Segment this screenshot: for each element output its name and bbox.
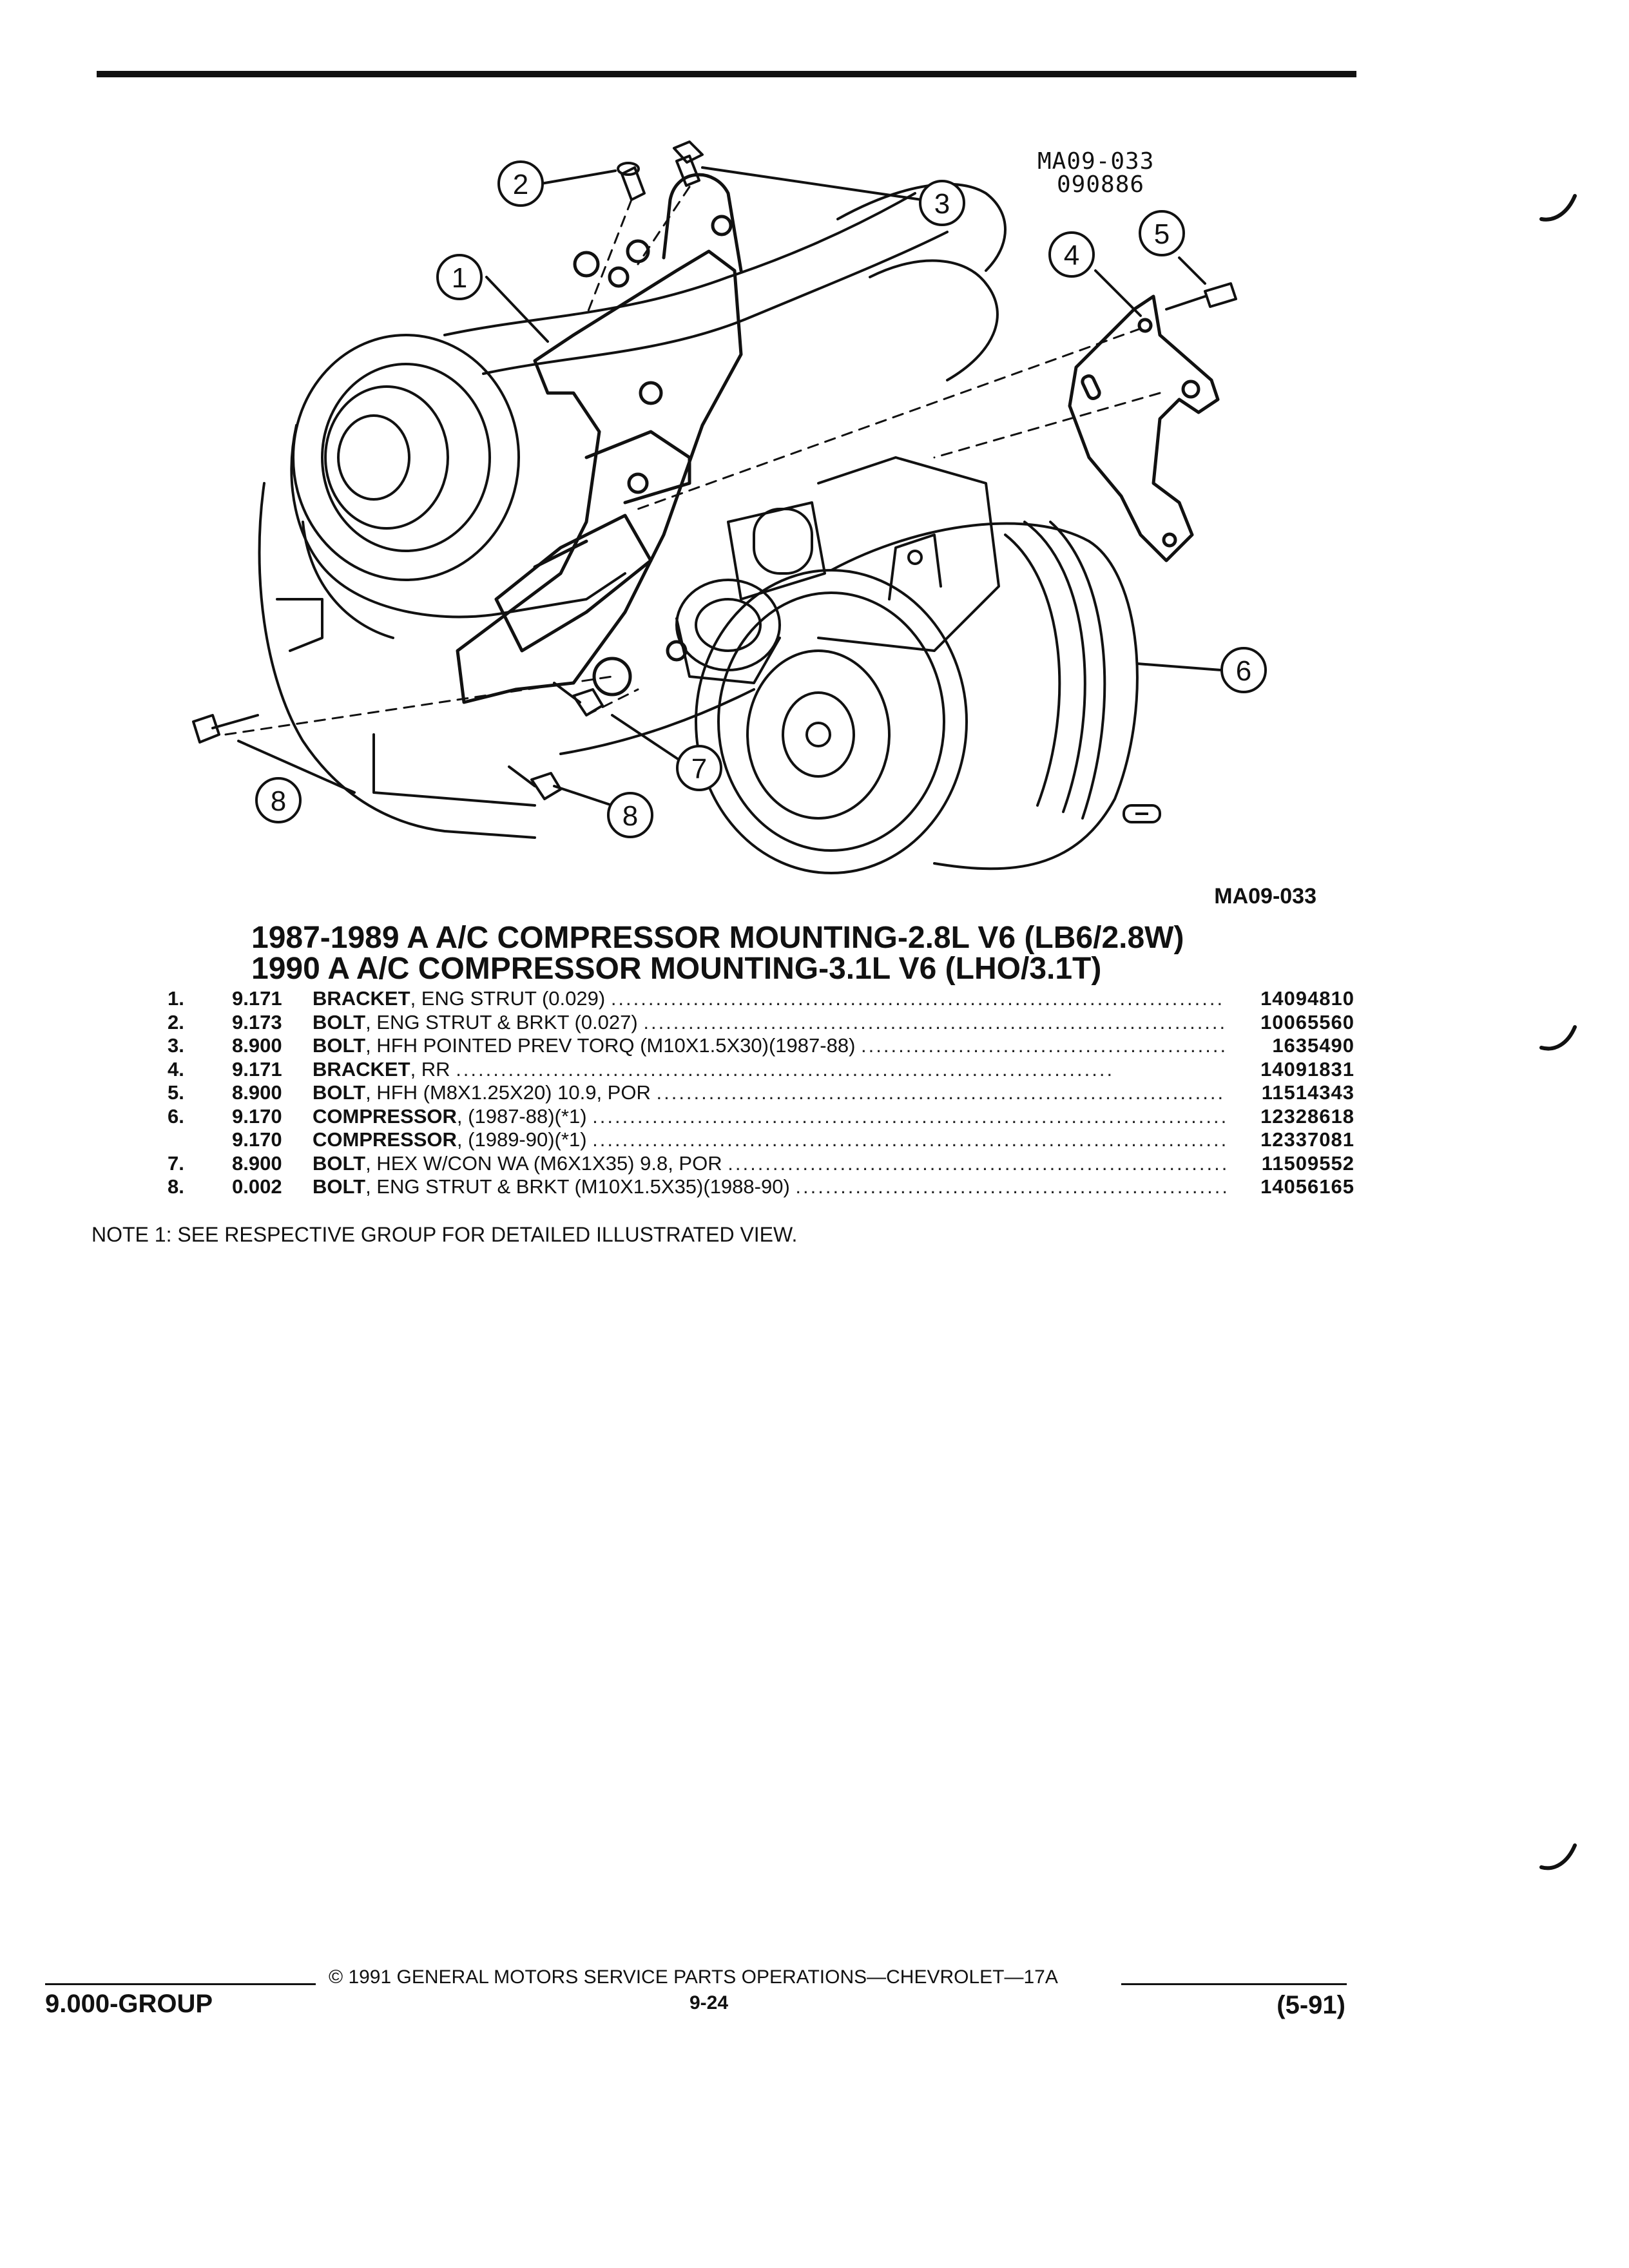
- callout-8-right: 8: [622, 800, 638, 832]
- part-description: BOLT, HFH POINTED PREV TORQ (M10X1.5X30)…: [313, 1034, 1226, 1057]
- callout-4: 4: [1064, 240, 1079, 271]
- item-number: 3.: [168, 1034, 184, 1057]
- section-titles: 1987-1989 A A/C COMPRESSOR MOUNTING-2.8L…: [251, 923, 1184, 985]
- figure-id: MA09-033: [1214, 884, 1316, 908]
- footer-rule-right: [1121, 1983, 1347, 1985]
- item-number: 6.: [168, 1104, 184, 1128]
- group-number: 9.171: [232, 1057, 282, 1081]
- part-description: BRACKET, ENG STRUT (0.029) .............…: [313, 987, 1226, 1010]
- part-description: BOLT, ENG STRUT & BRKT (0.027) .........…: [313, 1010, 1226, 1033]
- group-number: 8.900: [232, 1151, 282, 1175]
- part-row: 4. 9.171 BRACKET, RR ...................…: [168, 1058, 1354, 1082]
- part-number: 14056165: [1260, 1175, 1354, 1198]
- part-description: BOLT, HEX W/CON WA (M6X1X35) 9.8, POR ..…: [313, 1151, 1226, 1175]
- part-number: 14094810: [1260, 987, 1354, 1010]
- part-row: 3. 8.900 BOLT, HFH POINTED PREV TORQ (M1…: [168, 1034, 1354, 1058]
- callout-7: 7: [691, 753, 707, 785]
- part-description: COMPRESSOR, (1987-88)(*1) ..............…: [313, 1104, 1226, 1128]
- footer-rule-left: [45, 1983, 316, 1985]
- part-row: 7. 8.900 BOLT, HEX W/CON WA (M6X1X35) 9.…: [168, 1152, 1354, 1176]
- part-row: 8. 0.002 BOLT, ENG STRUT & BRKT (M10X1.5…: [168, 1175, 1354, 1199]
- margin-mark: [1539, 1025, 1577, 1051]
- page-number: 9-24: [689, 1992, 729, 2013]
- bolt-5: [1165, 282, 1237, 311]
- item-number: 2.: [168, 1010, 184, 1033]
- callout-1: 1: [452, 262, 467, 294]
- group-number: 9.170: [232, 1128, 282, 1151]
- group-label: 9.000-GROUP: [45, 1990, 213, 2018]
- group-number: 8.900: [232, 1081, 282, 1104]
- bolt-8-right: [508, 765, 562, 800]
- callout-8-left: 8: [271, 785, 286, 817]
- part-number: 12328618: [1260, 1104, 1354, 1128]
- part-description: BOLT, ENG STRUT & BRKT (M10X1.5X35)(1988…: [313, 1175, 1226, 1198]
- part-number: 10065560: [1260, 1010, 1354, 1033]
- title-line-1: 1987-1989 A A/C COMPRESSOR MOUNTING-2.8L…: [251, 921, 1184, 955]
- top-rule: [97, 71, 1356, 77]
- group-number: 9.170: [232, 1104, 282, 1128]
- revision-date: (5-91): [1277, 1991, 1345, 2019]
- callout-5: 5: [1154, 218, 1170, 250]
- item-number: 1.: [168, 987, 184, 1010]
- figure-date-code: 090886: [1057, 171, 1145, 198]
- rear-bracket: [1068, 294, 1220, 562]
- parts-list: 1. 9.171 BRACKET, ENG STRUT (0.029) ....…: [168, 987, 1354, 1199]
- bolt-7: [553, 682, 604, 716]
- footnote: NOTE 1: SEE RESPECTIVE GROUP FOR DETAILE…: [92, 1223, 798, 1246]
- item-number: 5.: [168, 1081, 184, 1104]
- bolt-3: [673, 140, 704, 187]
- part-row: 2. 9.173 BOLT, ENG STRUT & BRKT (0.027) …: [168, 1011, 1354, 1035]
- compressor: [695, 521, 1139, 874]
- part-row: 1. 9.171 BRACKET, ENG STRUT (0.029) ....…: [168, 987, 1354, 1011]
- part-number: 14091831: [1260, 1057, 1354, 1081]
- group-number: 9.171: [232, 987, 282, 1010]
- item-number: 7.: [168, 1151, 184, 1175]
- alternator: [292, 334, 520, 639]
- margin-mark: [1539, 194, 1577, 222]
- main-bracket: [456, 173, 743, 704]
- callout-3: 3: [934, 188, 950, 220]
- part-number: 1635490: [1272, 1034, 1354, 1057]
- gm-logo: [1123, 804, 1161, 823]
- part-description: COMPRESSOR, (1989-90)(*1) ..............…: [313, 1128, 1226, 1151]
- part-description: BRACKET, RR ............................…: [313, 1057, 1115, 1081]
- part-number: 11509552: [1261, 1151, 1354, 1175]
- margin-mark: [1539, 1843, 1577, 1870]
- part-row: 5. 8.900 BOLT, HFH (M8X1.25X20) 10.9, PO…: [168, 1081, 1354, 1105]
- group-number: 9.173: [232, 1010, 282, 1033]
- item-number: 8.: [168, 1175, 184, 1198]
- title-line-2: 1990 A A/C COMPRESSOR MOUNTING-3.1L V6 (…: [251, 952, 1102, 986]
- engine-block: [258, 182, 1007, 839]
- bolt-8-left: [192, 714, 259, 744]
- part-row: 9.170 COMPRESSOR, (1989-90)(*1) ........…: [168, 1128, 1354, 1152]
- part-description: BOLT, HFH (M8X1.25X20) 10.9, POR .......…: [313, 1081, 1226, 1104]
- item-number: 4.: [168, 1057, 184, 1081]
- figure-code: MA09-033: [1037, 148, 1155, 175]
- copyright-line: © 1991 GENERAL MOTORS SERVICE PARTS OPER…: [329, 1966, 1058, 1988]
- callout-2: 2: [513, 169, 528, 200]
- group-number: 8.900: [232, 1034, 282, 1057]
- bolt-2: [617, 162, 646, 201]
- part-number: 12337081: [1260, 1128, 1354, 1151]
- parts-diagram: 2 3 1 4 5 6 7 8 8: [192, 140, 1267, 874]
- callout-6: 6: [1236, 655, 1251, 687]
- group-number: 0.002: [232, 1175, 282, 1198]
- part-row: 6. 9.170 COMPRESSOR, (1987-88)(*1) .....…: [168, 1105, 1354, 1129]
- part-number: 11514343: [1261, 1081, 1354, 1104]
